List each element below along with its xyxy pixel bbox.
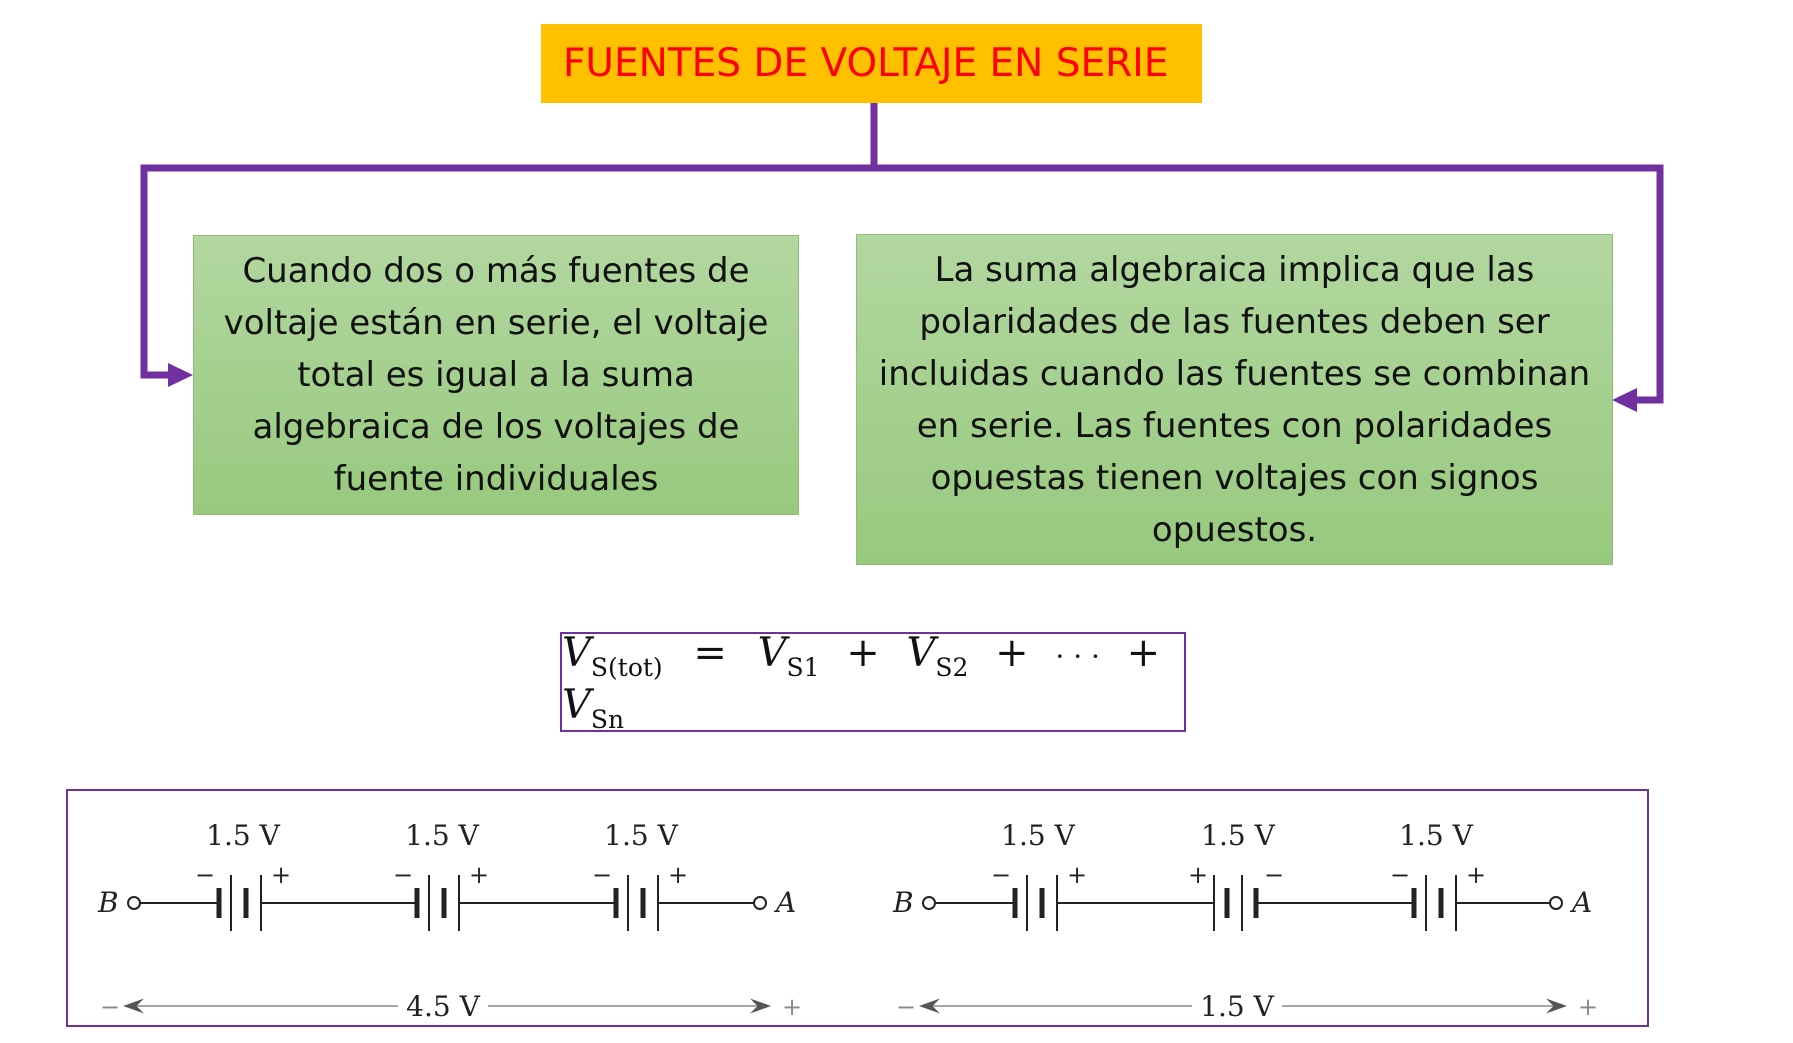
circuits-svg: B A 1.5 V − + 1.5 V − + (97, 819, 1598, 1023)
connector-left (140, 103, 878, 379)
connector-right (874, 164, 1664, 404)
formula: VS(tot) = VS1 + VS2 + · · · + VSn (562, 630, 1184, 734)
terminal-b-label: B (892, 886, 914, 919)
battery-5-minus: − (1264, 861, 1284, 889)
battery-5-label: 1.5 V (1201, 819, 1275, 852)
battery-6-plus: + (1466, 861, 1486, 889)
formula-sub-tot: S(tot) (590, 653, 663, 682)
total-voltage-label: 4.5 V (406, 990, 480, 1023)
battery-3-label: 1.5 V (604, 819, 678, 852)
battery-4-label: 1.5 V (1001, 819, 1075, 852)
battery-5-plus: + (1188, 861, 1208, 889)
terminal-b-label: B (97, 886, 119, 919)
total-voltage-arrow: − + 1.5 V (896, 990, 1598, 1023)
polarity-text: La suma algebraica implica que las polar… (878, 249, 1591, 550)
formula-plus-2: + (995, 630, 1029, 676)
battery-1: 1.5 V − + (195, 819, 291, 931)
formula-sub-2: S2 (935, 653, 969, 682)
battery-1-minus: − (195, 861, 215, 889)
battery-3-plus: + (668, 861, 688, 889)
formula-ellipsis: · · · (1055, 640, 1100, 673)
definition-box: Cuando dos o más fuentes de voltaje está… (193, 235, 799, 515)
formula-sub-1: S1 (786, 653, 820, 682)
polarity-box: La suma algebraica implica que las polar… (856, 234, 1613, 565)
terminal-b (922, 896, 936, 910)
arrowhead-left (168, 363, 193, 387)
battery-3: 1.5 V − + (592, 819, 688, 931)
battery-2-label: 1.5 V (405, 819, 479, 852)
formula-box: VS(tot) = VS1 + VS2 + · · · + VSn (560, 630, 1186, 734)
battery-6-label: 1.5 V (1399, 819, 1473, 852)
formula-vn: V (562, 682, 591, 728)
battery-1-plus: + (271, 861, 291, 889)
terminal-a-label: A (773, 886, 796, 919)
formula-v1: V (757, 630, 787, 676)
battery-6: 1.5 V − + (1390, 819, 1486, 931)
terminal-a (753, 896, 767, 910)
circuits-box: B A 1.5 V − + 1.5 V − + (66, 789, 1649, 1027)
battery-6-minus: − (1390, 861, 1410, 889)
total-plus: + (1578, 993, 1598, 1021)
formula-sub-n: Sn (590, 705, 625, 734)
total-voltage-arrow: − + 4.5 V (100, 990, 802, 1023)
formula-v2: V (906, 630, 936, 676)
total-voltage-label: 1.5 V (1200, 990, 1274, 1023)
formula-v: V (562, 630, 591, 676)
battery-4-minus: − (991, 861, 1011, 889)
circuit-series-opposing: B A 1.5 V − + 1.5 V + − (892, 819, 1598, 1023)
battery-4: 1.5 V − + (991, 819, 1087, 931)
total-plus: + (782, 993, 802, 1021)
formula-plus-1: + (846, 630, 880, 676)
battery-5-reversed: 1.5 V + − (1188, 819, 1284, 931)
battery-2-minus: − (393, 861, 413, 889)
circuit-series-aiding: B A 1.5 V − + 1.5 V − + (97, 819, 802, 1023)
arrowhead-right (1612, 388, 1637, 412)
definition-text: Cuando dos o más fuentes de voltaje está… (223, 251, 769, 499)
terminal-b (127, 896, 141, 910)
formula-plus-3: + (1126, 630, 1161, 676)
battery-1-label: 1.5 V (206, 819, 280, 852)
total-minus: − (896, 993, 916, 1021)
total-minus: − (100, 993, 120, 1021)
battery-4-plus: + (1067, 861, 1087, 889)
battery-2: 1.5 V − + (393, 819, 489, 931)
title-box: FUENTES DE VOLTAJE EN SERIE (541, 24, 1202, 103)
terminal-a (1549, 896, 1563, 910)
formula-equals: = (693, 630, 727, 676)
page-title: FUENTES DE VOLTAJE EN SERIE (563, 41, 1169, 86)
battery-3-minus: − (592, 861, 612, 889)
terminal-a-label: A (1569, 886, 1592, 919)
battery-2-plus: + (469, 861, 489, 889)
